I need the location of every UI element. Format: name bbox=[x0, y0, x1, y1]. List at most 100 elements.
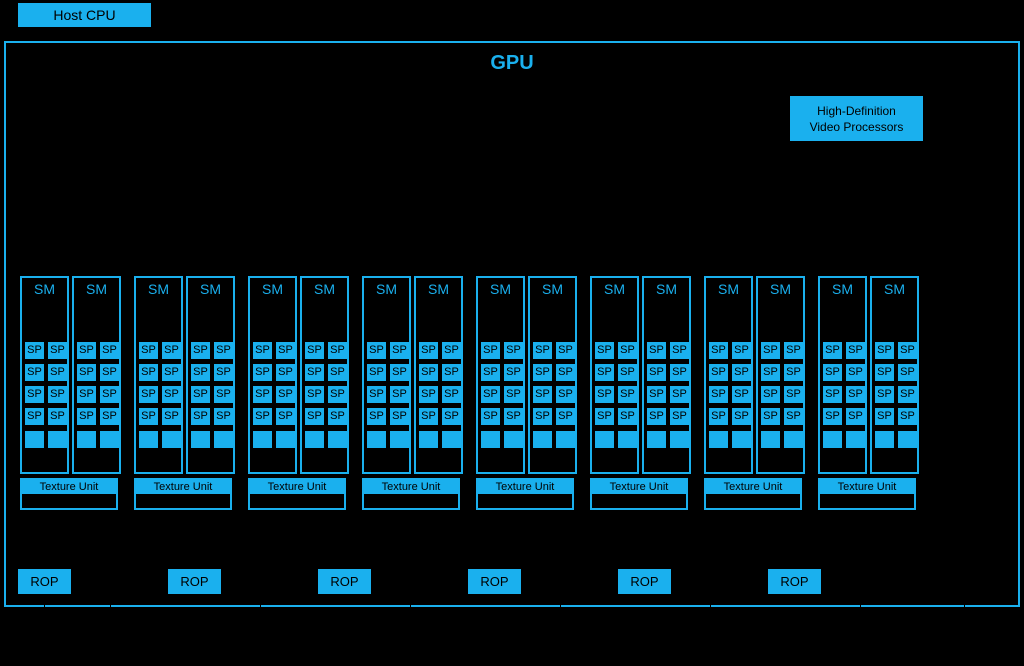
sp-core: SP bbox=[367, 386, 386, 403]
sm-label: SM bbox=[428, 281, 449, 297]
sfu-unit bbox=[276, 431, 295, 448]
sp-core: SP bbox=[253, 364, 272, 381]
sfu-unit bbox=[670, 431, 689, 448]
sp-core: SP bbox=[253, 408, 272, 425]
rop-block: ROP bbox=[318, 569, 371, 594]
rop-block: ROP bbox=[468, 569, 521, 594]
texture-unit-label: Texture Unit bbox=[22, 480, 116, 494]
sp-core: SP bbox=[481, 364, 500, 381]
sm-label: SM bbox=[542, 281, 563, 297]
sp-core: SP bbox=[25, 408, 44, 425]
sfu-unit bbox=[823, 431, 842, 448]
sfu-unit bbox=[48, 431, 67, 448]
sp-core: SP bbox=[367, 342, 386, 359]
sp-core: SP bbox=[732, 408, 751, 425]
sm-label: SM bbox=[86, 281, 107, 297]
texture-unit-label: Texture Unit bbox=[136, 480, 230, 494]
sfu-unit bbox=[761, 431, 780, 448]
sp-core: SP bbox=[100, 342, 119, 359]
sp-core: SP bbox=[533, 342, 552, 359]
sp-core: SP bbox=[846, 386, 865, 403]
sp-core: SP bbox=[595, 386, 614, 403]
sp-core: SP bbox=[647, 364, 666, 381]
sp-core: SP bbox=[504, 408, 523, 425]
sp-core: SP bbox=[100, 364, 119, 381]
memory-partition-divider bbox=[964, 605, 965, 611]
sp-core: SP bbox=[191, 386, 210, 403]
sp-core: SP bbox=[191, 364, 210, 381]
sp-core: SP bbox=[898, 342, 917, 359]
sp-core: SP bbox=[214, 408, 233, 425]
sp-core: SP bbox=[875, 342, 894, 359]
texture-unit-label: Texture Unit bbox=[364, 480, 458, 494]
sp-core: SP bbox=[253, 386, 272, 403]
sp-core: SP bbox=[784, 386, 803, 403]
sp-core: SP bbox=[556, 408, 575, 425]
sp-core: SP bbox=[618, 364, 637, 381]
sp-core: SP bbox=[305, 364, 324, 381]
gpu-title: GPU bbox=[490, 52, 534, 74]
sp-core: SP bbox=[214, 364, 233, 381]
sp-core: SP bbox=[647, 342, 666, 359]
sm-label: SM bbox=[148, 281, 169, 297]
sp-core: SP bbox=[504, 364, 523, 381]
sp-core: SP bbox=[823, 386, 842, 403]
sp-core: SP bbox=[367, 364, 386, 381]
sp-core: SP bbox=[556, 342, 575, 359]
sp-core: SP bbox=[481, 386, 500, 403]
sp-core: SP bbox=[305, 342, 324, 359]
sm-label: SM bbox=[490, 281, 511, 297]
sp-core: SP bbox=[823, 342, 842, 359]
sp-core: SP bbox=[898, 386, 917, 403]
sfu-unit bbox=[647, 431, 666, 448]
sp-core: SP bbox=[390, 386, 409, 403]
sfu-unit bbox=[481, 431, 500, 448]
sfu-unit bbox=[253, 431, 272, 448]
sp-core: SP bbox=[533, 408, 552, 425]
sfu-unit bbox=[846, 431, 865, 448]
sfu-unit bbox=[162, 431, 181, 448]
sfu-unit bbox=[191, 431, 210, 448]
sm-label: SM bbox=[832, 281, 853, 297]
gpu-bottom-edge bbox=[4, 605, 1020, 607]
sp-core: SP bbox=[709, 408, 728, 425]
sp-core: SP bbox=[214, 342, 233, 359]
sp-core: SP bbox=[162, 364, 181, 381]
hdvp-line2: Video Processors bbox=[809, 119, 904, 134]
sp-core: SP bbox=[875, 408, 894, 425]
sp-core: SP bbox=[442, 342, 461, 359]
sp-core: SP bbox=[25, 386, 44, 403]
texture-unit: Texture Unit bbox=[248, 478, 346, 510]
rop-block: ROP bbox=[618, 569, 671, 594]
sm-label: SM bbox=[262, 281, 283, 297]
sp-core: SP bbox=[761, 342, 780, 359]
sfu-unit bbox=[390, 431, 409, 448]
sfu-unit bbox=[784, 431, 803, 448]
sp-core: SP bbox=[784, 342, 803, 359]
sp-core: SP bbox=[139, 364, 158, 381]
sp-core: SP bbox=[419, 342, 438, 359]
sfu-unit bbox=[618, 431, 637, 448]
sp-core: SP bbox=[162, 408, 181, 425]
sp-core: SP bbox=[846, 408, 865, 425]
sp-core: SP bbox=[100, 408, 119, 425]
sp-core: SP bbox=[77, 408, 96, 425]
sp-core: SP bbox=[823, 364, 842, 381]
sp-core: SP bbox=[48, 386, 67, 403]
sp-core: SP bbox=[875, 386, 894, 403]
sm-label: SM bbox=[376, 281, 397, 297]
texture-unit: Texture Unit bbox=[818, 478, 916, 510]
sp-core: SP bbox=[419, 364, 438, 381]
sp-core: SP bbox=[442, 364, 461, 381]
sp-core: SP bbox=[367, 408, 386, 425]
sp-core: SP bbox=[618, 386, 637, 403]
